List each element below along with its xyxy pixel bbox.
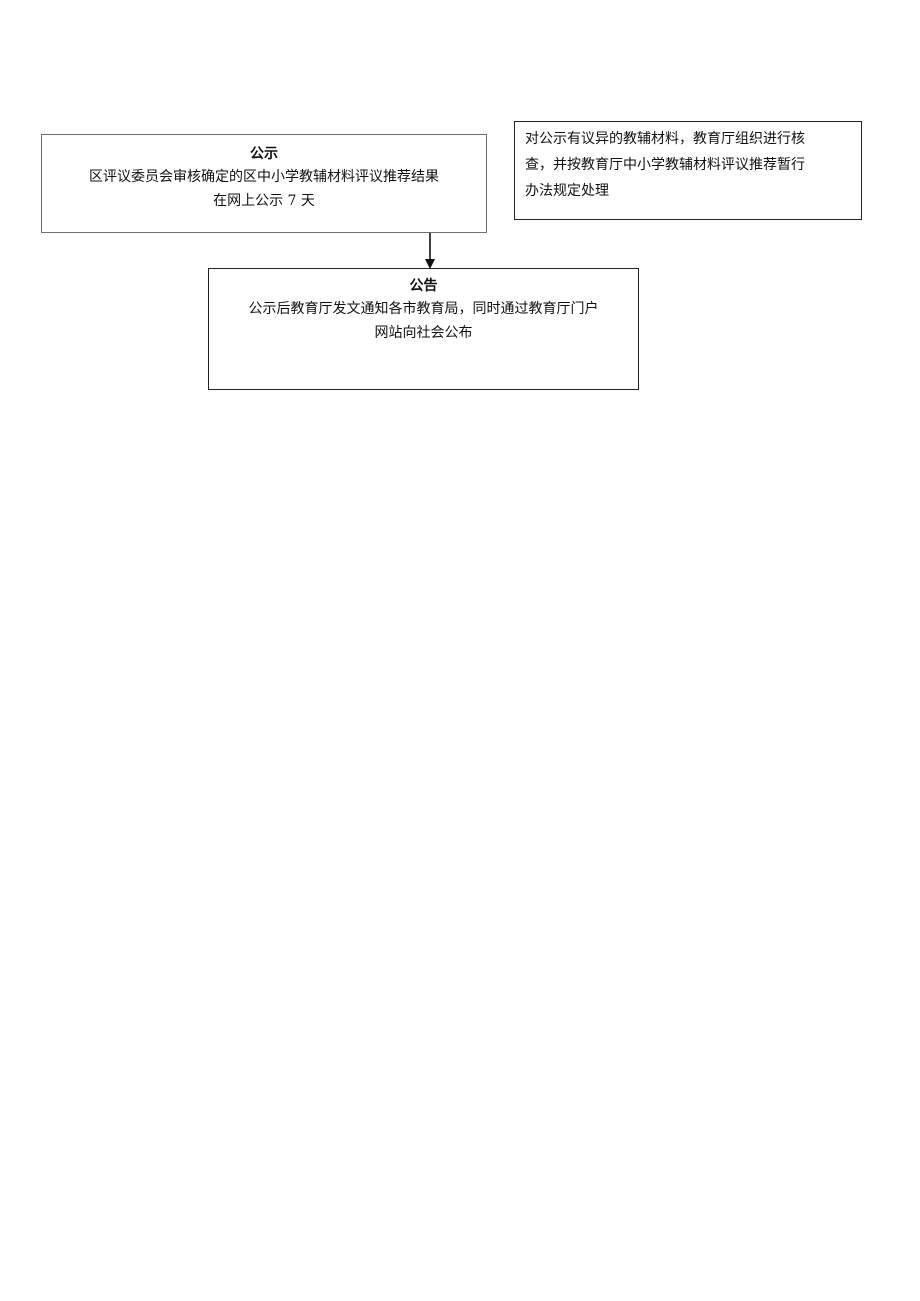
notice-step-box: 公示 区评议委员会审核确定的区中小学教辅材料评议推荐结果 在网上公示 7 天 <box>41 134 487 233</box>
objection-note-line-2: 查，并按教育厅中小学教辅材料评议推荐暂行 <box>525 157 805 173</box>
objection-note-line-3: 办法规定处理 <box>525 183 609 199</box>
notice-step-line-1: 区评议委员会审核确定的区中小学教辅材料评议推荐结果 <box>89 169 439 185</box>
announcement-step-title: 公告 <box>409 278 438 294</box>
announcement-step-line-1: 公示后教育厅发文通知各市教育局，同时通过教育厅门户 <box>248 301 599 317</box>
objection-note-box: 对公示有议异的教辅材料，教育厅组织进行核 查，并按教育厅中小学教辅材料评议推荐暂… <box>514 121 862 220</box>
announcement-step-box: 公告 公示后教育厅发文通知各市教育局，同时通过教育厅门户 网站向社会公布 <box>208 268 639 390</box>
objection-note-line-1: 对公示有议异的教辅材料，教育厅组织进行核 <box>525 131 805 147</box>
notice-step-title: 公示 <box>250 146 278 162</box>
notice-step-line-2: 在网上公示 7 天 <box>213 193 315 209</box>
flow-arrow-down <box>425 233 435 269</box>
announcement-step-line-2: 网站向社会公布 <box>374 325 473 341</box>
flow-arrow-head <box>425 259 435 269</box>
